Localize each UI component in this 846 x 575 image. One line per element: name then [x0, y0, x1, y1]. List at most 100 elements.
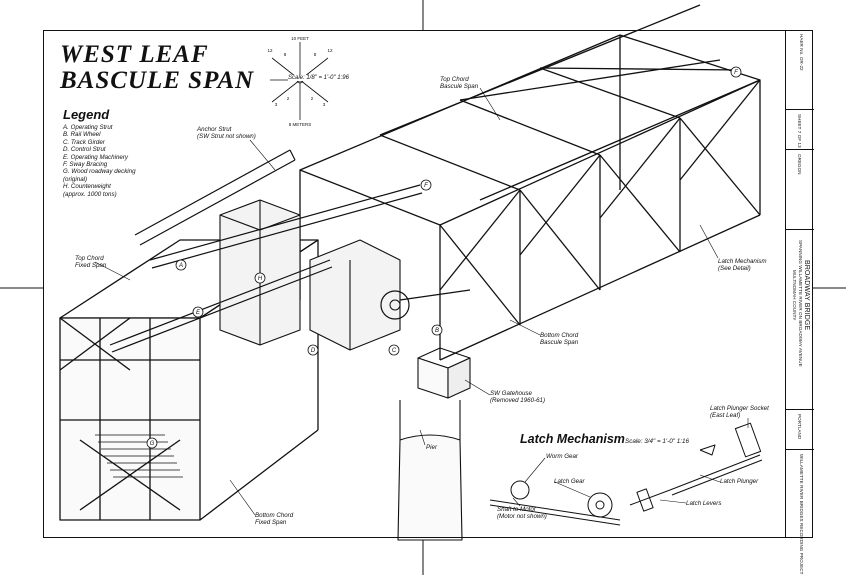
legend-item: (original) [63, 175, 88, 183]
label-shaft-to-motor: Shaft to Motor (Motor not shown) [497, 506, 547, 520]
latch-detail-drawing [489, 422, 763, 526]
label-latch-levers: Latch Levers [686, 500, 722, 507]
title-block: HAER No. OR-22 SHEET 7 OF 13 OREGON BROA… [785, 30, 814, 574]
city-name: PORTLAND [797, 414, 802, 440]
legend-list: A. Operating Strut B. Rail Wheel C. Trac… [63, 124, 136, 198]
marker-e-text: E [196, 310, 201, 316]
scale-top-text: 10 FEET [291, 36, 309, 41]
scale-mark: 8 [314, 52, 317, 57]
legend-item: H. Counterweight [63, 183, 111, 191]
marker-g-text: G [150, 441, 155, 447]
callout-text: (See Detail) [718, 265, 751, 272]
label-text: Latch Plunger Socket [710, 405, 769, 412]
marker-h: H [254, 272, 266, 284]
title-line-1: WEST LEAF [60, 41, 209, 68]
callout-text: SW Gatehouse [490, 390, 532, 397]
scale-label: Scale: 1/8" = 1'-0" 1:96 [288, 75, 349, 81]
callout-anchor-strut: Anchor Strut (SW Strut not shown) [197, 126, 256, 140]
marker-h-text: H [258, 276, 263, 282]
callout-text: Bottom Chord [540, 332, 579, 339]
leader-lines [94, 87, 749, 516]
legend-title: Legend [63, 107, 110, 122]
legend-item: A. Operating Strut [63, 124, 113, 131]
legend-item: E. Operating Machinery [63, 153, 128, 161]
roadway-decking [95, 434, 183, 478]
rail-wheel [380, 290, 410, 320]
callout-text: Fixed Span [75, 262, 107, 269]
callout-top-chord-bascule: Top Chord Bascule Span [440, 76, 478, 90]
legend-item: (approx. 1000 tons) [63, 190, 117, 198]
title-block-haer-cell: HAER No. OR-22 [786, 30, 814, 110]
rail-wheel-hub [389, 299, 401, 311]
operating-strut [109, 184, 471, 353]
marker-b-text: B [435, 328, 439, 334]
counterweight [219, 199, 401, 351]
haer-number: HAER No. OR-22 [799, 34, 804, 71]
callout-text: Bascule Span [440, 83, 479, 90]
callout-bottom-chord-fixed: Bottom Chord Fixed Span [255, 512, 293, 526]
state-name: OREGON [797, 154, 802, 175]
bascule-span-truss [299, 4, 761, 361]
title-block-state-cell: OREGON [786, 150, 814, 230]
pier [397, 400, 463, 541]
marker-g: G [146, 437, 158, 449]
scale-mark: 3 [323, 102, 326, 107]
callout-text: Latch Mechanism [718, 258, 767, 265]
callout-pier: Pier [426, 444, 438, 451]
callout-sw-gatehouse: SW Gatehouse (Removed 1960-61) [490, 390, 545, 404]
callout-text: (Removed 1960-61) [490, 397, 546, 404]
label-text: Shaft to Motor [497, 506, 536, 513]
callout-text: Bascule Span [540, 339, 579, 346]
callout-text: Fixed Span [255, 519, 287, 526]
legend-item: B. Rail Wheel [63, 131, 101, 139]
project-name: WILLAMETTE RIVER BRIDGES RECORDING PROJE… [799, 454, 804, 575]
legend-item: C. Track Girder [63, 138, 105, 146]
legend-item: G. Wood roadway decking [63, 168, 136, 176]
marker-e: E [192, 306, 204, 318]
callout-bottom-chord-bascule: Bottom Chord Bascule Span [540, 332, 578, 346]
callout-text: Bottom Chord [255, 512, 294, 519]
marker-b: B [431, 324, 443, 336]
scale-bottom-text: 8 METERS [289, 122, 312, 127]
marker-a: A [175, 259, 187, 271]
label-latch-plunger: Latch Plunger [720, 478, 759, 485]
scale-mark: 12 [267, 48, 273, 53]
marker-c-text: C [392, 348, 397, 354]
scale-mark: 2 [311, 96, 314, 101]
marker-f-2: F [730, 66, 742, 78]
callout-top-chord-fixed: Top Chord Fixed Span [75, 255, 106, 269]
drawing-title: WEST LEAF BASCULE SPAN [60, 42, 254, 94]
callout-text: (SW Strut not shown) [197, 133, 256, 140]
scale-mark: 12 [327, 48, 333, 53]
sheet-number: SHEET 7 OF 13 [797, 114, 802, 148]
title-block-city-cell: PORTLAND [786, 410, 814, 450]
bridge-name: BROADWAY BRIDGE [803, 260, 810, 331]
label-latch-gear: Latch Gear [554, 478, 585, 485]
latch-detail-scale: Scale: 3/4" = 1'-0" 1:16 [625, 438, 689, 445]
drawing-border [43, 30, 813, 538]
title-block-name-cell: BROADWAY BRIDGE SPANNING WILLAMETTE RIVE… [786, 230, 814, 410]
scale-mark: 8 [284, 52, 287, 57]
marker-f2-text: F [734, 70, 738, 76]
legend-item: D. Control Strut [63, 146, 106, 154]
marker-f-text: F [424, 183, 428, 189]
anchor-strut [134, 149, 296, 246]
label-worm-gear: Worm Gear [546, 453, 578, 460]
title-line-2: BASCULE SPAN [60, 67, 255, 94]
label-latch-plunger-socket: Latch Plunger Socket (East Leaf) [710, 405, 769, 419]
marker-c: C [388, 344, 400, 356]
bridge-county: MULTNOMAH COUNTY [792, 270, 797, 321]
callout-text: Anchor Strut [197, 126, 232, 133]
scale-mark: 3 [275, 102, 278, 107]
marker-a-text: A [178, 263, 183, 269]
marker-d: D [307, 344, 319, 356]
marker-f: F [420, 179, 432, 191]
bridge-crossing: SPANNING WILLAMETTE RIVER ON BROADWAY AV… [798, 240, 803, 367]
callout-latch-mechanism: Latch Mechanism (See Detail) [718, 258, 767, 272]
scale-mark: 2 [287, 96, 290, 101]
callout-text: Top Chord [440, 76, 469, 83]
sw-gatehouse [417, 347, 471, 399]
latch-detail-title: Latch Mechanism [520, 432, 625, 446]
